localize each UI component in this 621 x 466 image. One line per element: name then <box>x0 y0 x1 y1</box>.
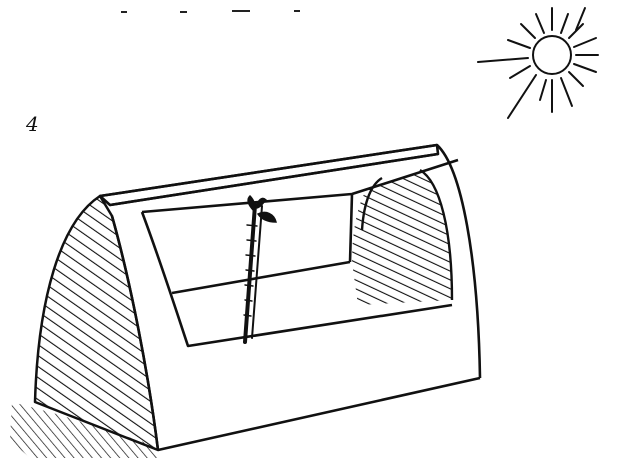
sun-icon <box>478 8 598 118</box>
right-end-wall <box>352 170 452 305</box>
left-end-wall <box>35 196 158 450</box>
top-edge-marks <box>121 11 300 12</box>
thermometer-icon <box>244 205 262 342</box>
